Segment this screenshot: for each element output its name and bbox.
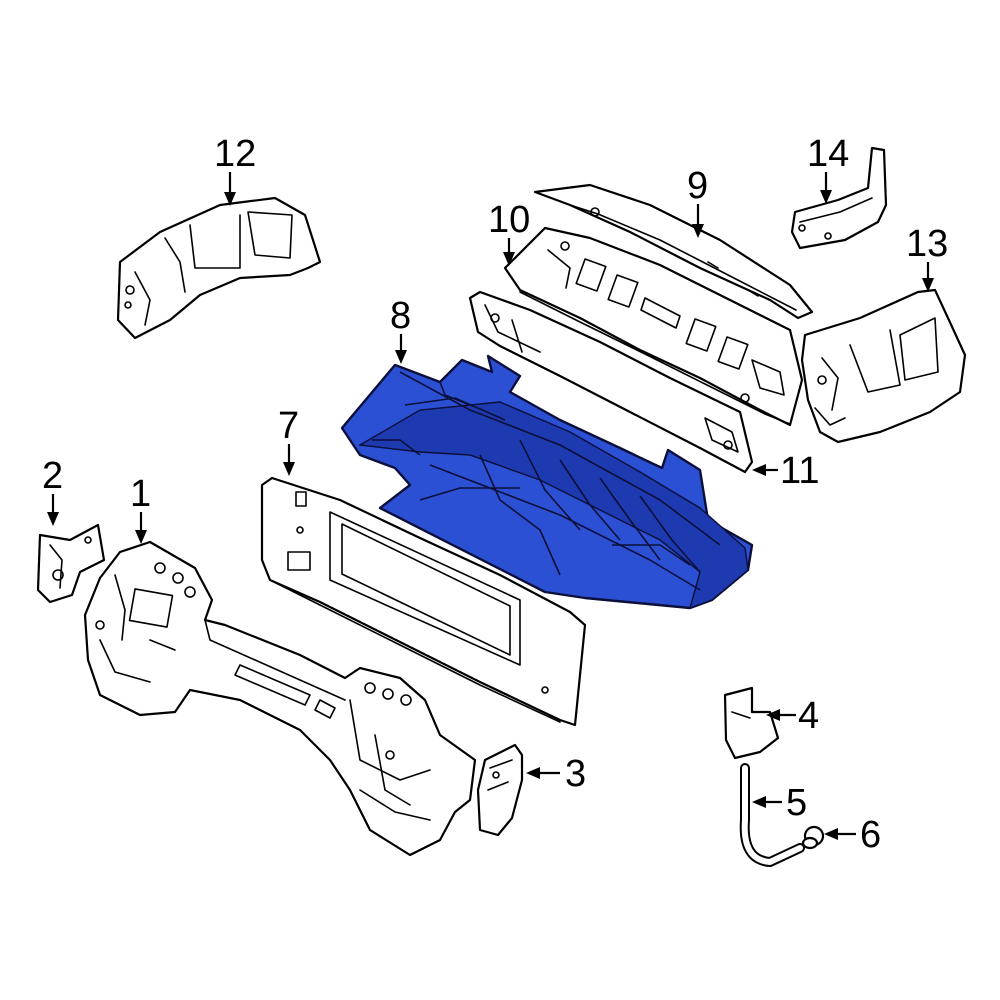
callout-label-11: 11	[780, 450, 819, 492]
callout-13: 13	[906, 223, 948, 292]
callout-label-9: 9	[687, 165, 708, 207]
part-2-bracket	[36, 523, 106, 604]
callout-9: 9	[687, 165, 708, 238]
part-4-plate	[723, 686, 780, 760]
callout-label-4: 4	[798, 695, 819, 737]
callout-2: 2	[42, 455, 63, 526]
part-5-hose	[739, 763, 805, 868]
part-13-wheelhouse	[800, 288, 967, 444]
callout-label-7: 7	[278, 405, 299, 447]
callout-1: 1	[130, 473, 151, 544]
callout-label-13: 13	[906, 223, 948, 265]
callout-11: 11	[752, 450, 819, 492]
callout-label-14: 14	[807, 133, 849, 175]
part-11-lower-panel	[468, 290, 754, 474]
callout-label-3: 3	[565, 753, 586, 795]
callout-8: 8	[390, 295, 411, 364]
part-14-bracket	[790, 146, 888, 250]
callout-label-2: 2	[42, 455, 63, 497]
callout-6: 6	[824, 814, 881, 856]
part-10-reinforcement	[503, 226, 804, 427]
part-1-crossmember	[83, 540, 477, 857]
part-9-upper-panel	[533, 183, 814, 320]
part-3-bracket	[476, 743, 524, 837]
callout-label-6: 6	[860, 814, 881, 856]
callout-7: 7	[278, 405, 299, 476]
callout-3: 3	[526, 753, 586, 795]
callout-10: 10	[488, 199, 530, 266]
callout-label-12: 12	[214, 133, 256, 175]
part-8-floor-pan-highlight	[340, 354, 754, 610]
callout-14: 14	[807, 133, 849, 204]
callout-label-5: 5	[786, 782, 807, 824]
callout-4: 4	[766, 695, 819, 737]
callout-12: 12	[214, 133, 256, 206]
callout-label-8: 8	[390, 295, 411, 337]
part-6-plug	[801, 825, 825, 850]
callout-label-1: 1	[130, 473, 151, 515]
callout-5: 5	[752, 782, 807, 824]
part-12-wheelhouse	[116, 196, 322, 340]
part-7-seat-back-panel	[260, 476, 587, 727]
callout-label-10: 10	[488, 199, 530, 241]
